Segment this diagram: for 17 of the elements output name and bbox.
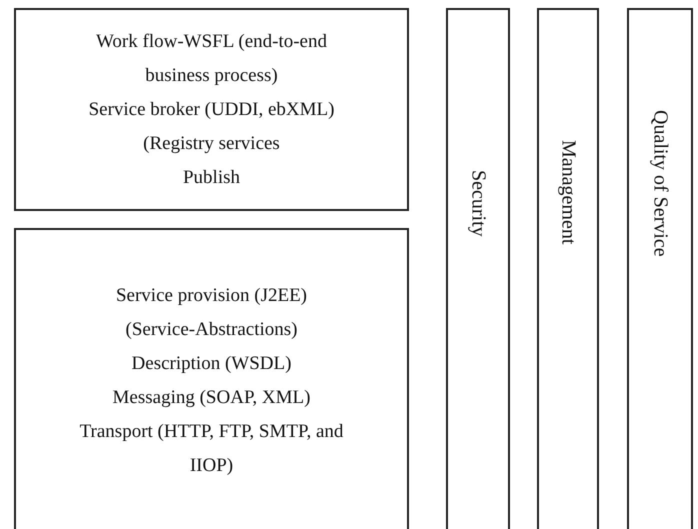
layer-box — [14, 228, 409, 529]
column-title: Quality of Service — [648, 110, 672, 257]
vertical-layer-column — [627, 8, 693, 529]
layer-item: Service provision (J2EE) — [116, 284, 307, 308]
layer-item: (Service-Abstractions) — [126, 318, 298, 342]
layer-item: Transport (HTTP, FTP, SMTP, and IIOP) — [78, 420, 344, 478]
column-title: Security — [466, 170, 490, 237]
layer-item: Messaging (SOAP, XML) — [112, 386, 310, 410]
column-title: Management — [556, 140, 580, 244]
vertical-layer-column — [446, 8, 510, 529]
vertical-layer-column — [537, 8, 599, 529]
layer-box — [14, 8, 409, 211]
layer-item: (Registry services — [143, 132, 280, 156]
layer-item: Publish — [182, 166, 240, 190]
layer-item: Description (WSDL) — [132, 352, 292, 376]
layer-item: Service broker (UDDI, ebXML) — [88, 98, 334, 122]
layer-item: Work flow-WSFL (end-to-end business process) — [95, 30, 328, 88]
